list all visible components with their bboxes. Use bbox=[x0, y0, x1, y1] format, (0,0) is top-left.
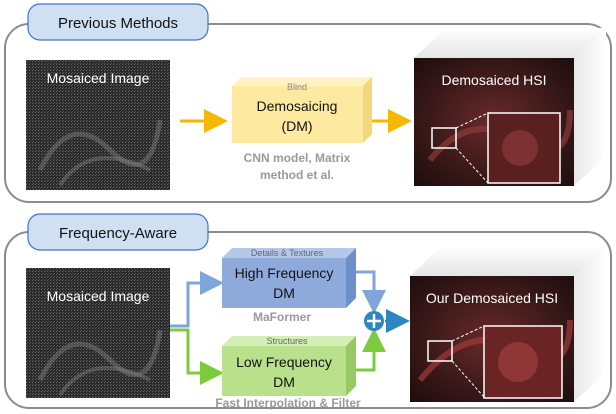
top-panel-tab[interactable]: Previous Methods bbox=[27, 3, 209, 41]
top-zoom-source bbox=[431, 127, 457, 149]
arrow-high-to-sum bbox=[356, 270, 386, 314]
low-caption: Structures bbox=[266, 336, 308, 346]
high-frequency-block: Details & Textures High Frequency DM bbox=[222, 248, 356, 308]
top-panel-tab-label: Previous Methods bbox=[58, 15, 178, 32]
high-caption: Details & Textures bbox=[251, 248, 324, 258]
high-block-line1: High Frequency bbox=[235, 265, 334, 281]
low-block-line1: Low Frequency bbox=[236, 354, 332, 370]
top-output-label: Demosaiced HSI bbox=[441, 72, 546, 88]
top-output-cube: Demosaiced HSI bbox=[414, 28, 606, 186]
bottom-panel-tab[interactable]: Frequency-Aware bbox=[27, 213, 209, 251]
high-block-line2: DM bbox=[273, 285, 295, 301]
low-block-line2: DM bbox=[273, 374, 295, 390]
sum-node-icon bbox=[364, 311, 384, 331]
arrow-to-high bbox=[170, 271, 224, 328]
top-input-image: Mosaiced Image bbox=[26, 60, 170, 190]
bottom-output-cube: Our Demosaiced HSI bbox=[410, 246, 606, 402]
low-note: Fast Interpolation & Filter bbox=[215, 396, 361, 410]
blind-block-line2: (DM) bbox=[281, 118, 312, 134]
top-note-line2: method et al. bbox=[260, 168, 334, 182]
arrow-to-low bbox=[170, 328, 224, 385]
top-input-label: Mosaiced Image bbox=[47, 70, 150, 86]
bottom-output-label: Our Demosaiced HSI bbox=[426, 290, 558, 306]
bottom-zoom-source bbox=[427, 340, 453, 362]
blind-block-line1: Demosaicing bbox=[257, 98, 338, 114]
low-frequency-block: Structures Low Frequency DM bbox=[222, 336, 356, 396]
top-note-line1: CNN model, Matrix bbox=[244, 151, 351, 165]
bottom-input-image: Mosaiced Image bbox=[26, 268, 170, 398]
blind-caption: Blind bbox=[287, 82, 307, 92]
arrow-low-to-sum bbox=[356, 328, 386, 372]
bottom-input-label: Mosaiced Image bbox=[47, 288, 150, 304]
high-note: MaFormer bbox=[253, 310, 311, 324]
bottom-panel-tab-label: Frequency-Aware bbox=[59, 225, 177, 242]
blind-dm-block: Blind Demosaicing (DM) bbox=[232, 77, 372, 143]
